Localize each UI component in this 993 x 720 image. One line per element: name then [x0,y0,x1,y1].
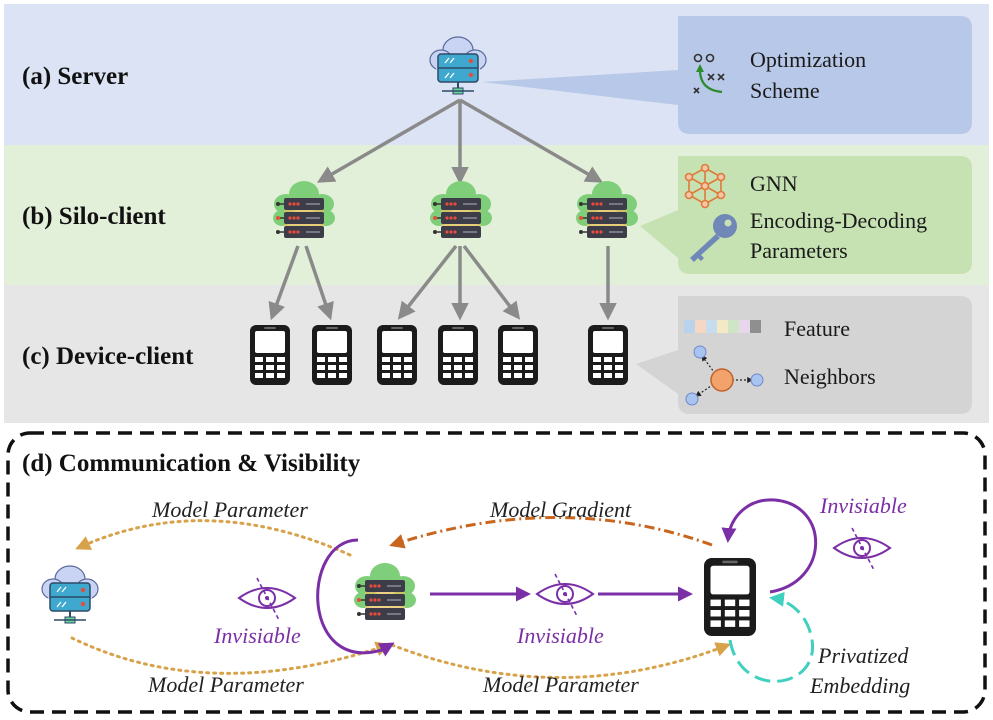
silo-self-loop [316,538,389,655]
privatized-line1: Privatized [817,643,909,668]
legend-server: Optimization Scheme [482,16,972,134]
legend-device-feature: Feature [784,316,850,341]
model-parameter-top-label: Model Parameter [151,497,308,522]
legend-device-neighbors: Neighbors [784,364,876,389]
gnn-icon [684,163,726,209]
eye-slash-icon [536,573,594,617]
silo-server-icon [353,562,417,621]
phone-icon [312,325,352,385]
phone-icon [704,558,756,636]
privatized-line2: Embedding [809,673,910,698]
legend-server-line2: Scheme [750,78,820,103]
legend-server-line1: Optimization [750,47,866,72]
phone-icon [377,325,417,385]
hierarchy-arrows [268,98,617,321]
legend-silo-gnn: GNN [750,171,798,196]
feature-bar-icon [684,320,761,333]
strategy-icon [693,53,725,94]
privatized-embedding-loop [728,591,814,683]
phone-icon [588,325,628,385]
invisiable-left-label: Invisiable [213,623,301,648]
eye-slash-icon [833,527,891,571]
legend-silo-line2: Parameters [750,238,848,263]
server-tier-label: (a) Server [22,63,128,90]
invisiable-middle-label: Invisiable [516,623,604,648]
node-graph-icon [685,345,764,406]
model-gradient-label: Model Gradient [489,497,632,522]
device-tier-label: (c) Device-client [22,343,194,370]
model-parameter-bottom-right-label: Model Parameter [482,672,639,697]
phone-icon [250,325,290,385]
legend-silo-line1: Encoding-Decoding [750,208,927,233]
invisiable-right-label: Invisiable [819,493,907,518]
phone-icon [498,325,538,385]
device-self-loop [721,498,818,594]
phone-icon [438,325,478,385]
model-parameter-bottom-left-arrow [70,636,391,675]
key-icon [690,214,737,262]
eye-slash-icon [238,577,296,621]
server-cloud-icon [41,565,99,624]
model-parameter-bottom-left-label: Model Parameter [147,672,304,697]
legend-silo: GNN Encoding-Decoding Parameters [640,156,972,274]
legend-device: Feature Neighbors [636,296,972,414]
communication-title: (d) Communication & Visibility [22,450,361,477]
model-gradient-arrow [389,516,713,549]
silo-tier-label: (b) Silo-client [22,203,166,230]
model-parameter-top-arrow [75,519,352,557]
communication-panel-border [6,431,987,714]
